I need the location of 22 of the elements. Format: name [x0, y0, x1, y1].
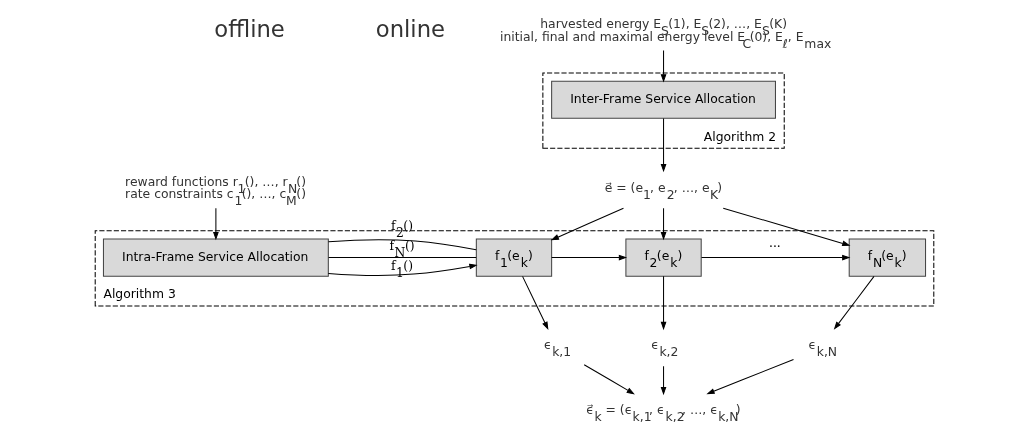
arrow	[583, 363, 635, 394]
connector	[327, 238, 477, 250]
connector	[328, 256, 477, 258]
edge-label: ···	[769, 239, 781, 254]
arrow	[660, 207, 667, 240]
arrow	[660, 365, 667, 395]
arrow	[722, 207, 851, 246]
label: offline	[214, 15, 285, 42]
arrow	[522, 275, 549, 330]
arrow	[833, 275, 875, 330]
node-box: Intra-Frame Service Allocation	[102, 238, 329, 277]
arrow	[213, 207, 219, 240]
node-box: Inter-Frame Service Allocation	[551, 80, 776, 119]
arrow	[660, 49, 667, 83]
arrow	[327, 263, 478, 276]
arrow	[660, 275, 667, 330]
arrow	[550, 207, 624, 240]
arrow	[660, 117, 667, 172]
label: online	[375, 15, 445, 42]
arrow	[551, 254, 628, 260]
arrow	[701, 254, 851, 260]
arrow	[706, 358, 795, 394]
